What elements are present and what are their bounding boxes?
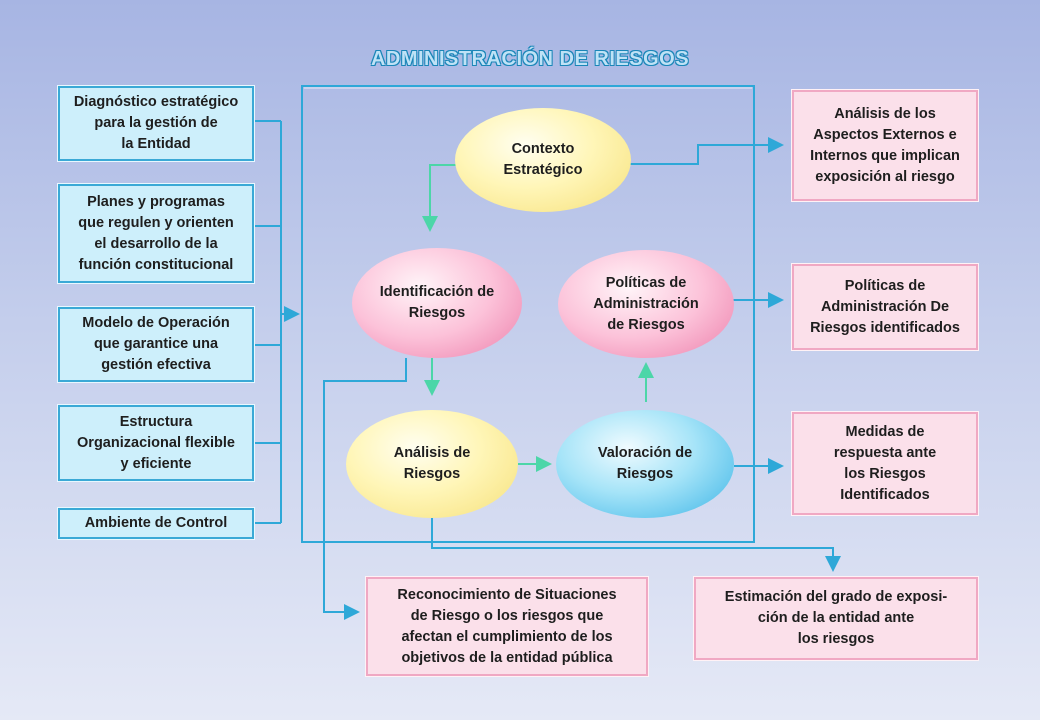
ellipse-analisis-riesgos: Análisis de Riesgos bbox=[346, 410, 518, 518]
bottom-box-label: Estimación del grado de exposi- ción de … bbox=[724, 589, 948, 647]
left-box-label: Modelo de Operación que garantice una ge… bbox=[82, 315, 230, 373]
ellipse-label: Identificación de Riesgos bbox=[379, 284, 495, 321]
ellipse-valoracion-riesgos: Valoración de Riesgos bbox=[556, 410, 734, 518]
ellipse-identificacion-riesgos: Identificación de Riesgos bbox=[352, 248, 522, 358]
left-box-modelo: Modelo de Operación que garantice una ge… bbox=[57, 306, 255, 383]
left-box-diagnostico: Diagnóstico estratégico para la gestión … bbox=[57, 85, 255, 162]
left-box-planes: Planes y programas que regulen y oriente… bbox=[57, 183, 255, 284]
central-frame bbox=[301, 85, 755, 543]
diagram-title: ADMINISTRACIÓN DE RIESGOS bbox=[370, 48, 690, 70]
ellipse-label: Valoración de Riesgos bbox=[597, 445, 693, 482]
ellipse-politicas-administracion: Políticas de Administración de Riesgos bbox=[558, 250, 734, 358]
left-box-label: Ambiente de Control bbox=[84, 515, 228, 531]
bottom-box-estimacion: Estimación del grado de exposi- ción de … bbox=[693, 576, 979, 661]
ellipse-label: Contexto Estratégico bbox=[503, 141, 583, 178]
right-box-label: Análisis de los Aspectos Externos e Inte… bbox=[810, 105, 960, 185]
ellipse-contexto-estrategico: Contexto Estratégico bbox=[455, 108, 631, 212]
right-box-aspectos: Análisis de los Aspectos Externos e Inte… bbox=[791, 89, 979, 202]
ellipse-label: Políticas de Administración de Riesgos bbox=[593, 274, 699, 333]
left-box-ambiente: Ambiente de Control bbox=[57, 507, 255, 540]
bottom-box-reconocimiento: Reconocimiento de Situaciones de Riesgo … bbox=[365, 576, 649, 677]
bottom-box-label: Reconocimiento de Situaciones de Riesgo … bbox=[397, 586, 617, 666]
right-box-label: Políticas de Administración De Riesgos i… bbox=[810, 277, 960, 336]
left-box-label: Estructura Organizacional flexible y efi… bbox=[77, 413, 235, 472]
ellipse-label: Análisis de Riesgos bbox=[393, 445, 471, 482]
left-box-estructura: Estructura Organizacional flexible y efi… bbox=[57, 404, 255, 482]
right-box-medidas: Medidas de respuesta ante los Riesgos Id… bbox=[791, 411, 979, 516]
right-box-label: Medidas de respuesta ante los Riesgos Id… bbox=[833, 423, 937, 503]
left-box-label: Planes y programas que regulen y oriente… bbox=[78, 193, 234, 273]
right-box-politicas: Políticas de Administración De Riesgos i… bbox=[791, 263, 979, 351]
left-box-label: Diagnóstico estratégico para la gestión … bbox=[73, 94, 239, 152]
